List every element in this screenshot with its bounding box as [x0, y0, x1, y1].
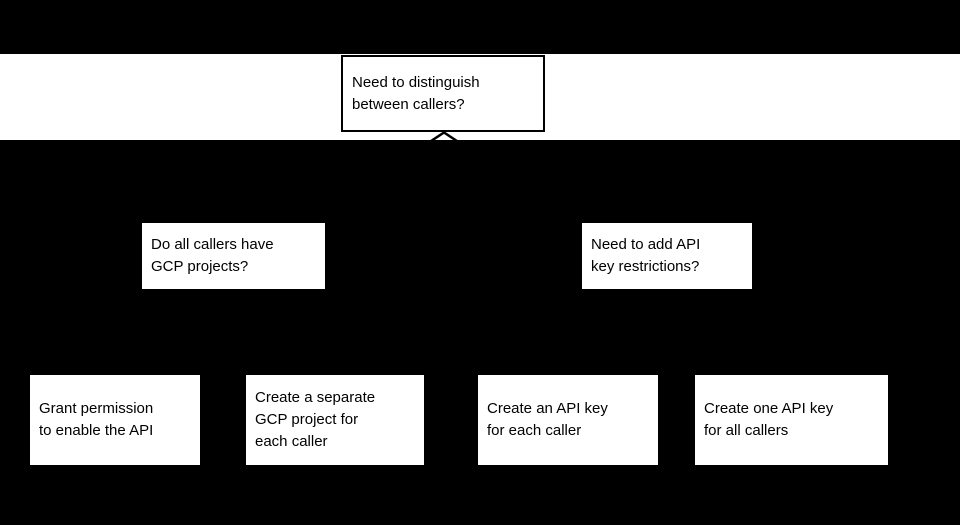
- decision-node-gcp-projects: Do all callers have GCP projects?: [142, 223, 325, 289]
- branch-split-connector-icon: [430, 131, 458, 140]
- outcome-node-label-line: to enable the API: [39, 422, 154, 439]
- decision-node-label-line: between callers?: [352, 95, 465, 113]
- outcome-node-separate-gcp-project: Create a separate GCP project for each c…: [246, 375, 424, 465]
- decision-node-label-line: Do all callers have: [151, 236, 274, 253]
- decision-node-label-line: GCP projects?: [151, 258, 249, 275]
- outcome-node-label-line: Create an API key: [487, 400, 608, 417]
- decision-node-label-line: Need to add API: [591, 236, 701, 253]
- decision-node-api-key-restrictions: Need to add API key restrictions?: [582, 223, 752, 289]
- decision-node-label-line: Need to distinguish: [352, 73, 480, 91]
- outcome-node-label-line: Create one API key: [704, 400, 834, 417]
- outcome-node-label-line: GCP project for: [255, 411, 359, 428]
- outcome-node-label-line: Create a separate: [255, 389, 376, 406]
- outcome-node-label-line: for all callers: [704, 422, 789, 439]
- decision-node-distinguish-callers: Need to distinguish between callers?: [341, 55, 545, 132]
- outcome-node-label-line: each caller: [255, 433, 328, 450]
- outcome-node-one-api-key-all-callers: Create one API key for all callers: [695, 375, 888, 465]
- outcome-node-grant-permission: Grant permission to enable the API: [30, 375, 200, 465]
- decision-node-label-line: key restrictions?: [591, 258, 700, 275]
- outcome-node-api-key-each-caller: Create an API key for each caller: [478, 375, 658, 465]
- outcome-node-label-line: Grant permission: [39, 400, 154, 417]
- outcome-node-label-line: for each caller: [487, 422, 582, 439]
